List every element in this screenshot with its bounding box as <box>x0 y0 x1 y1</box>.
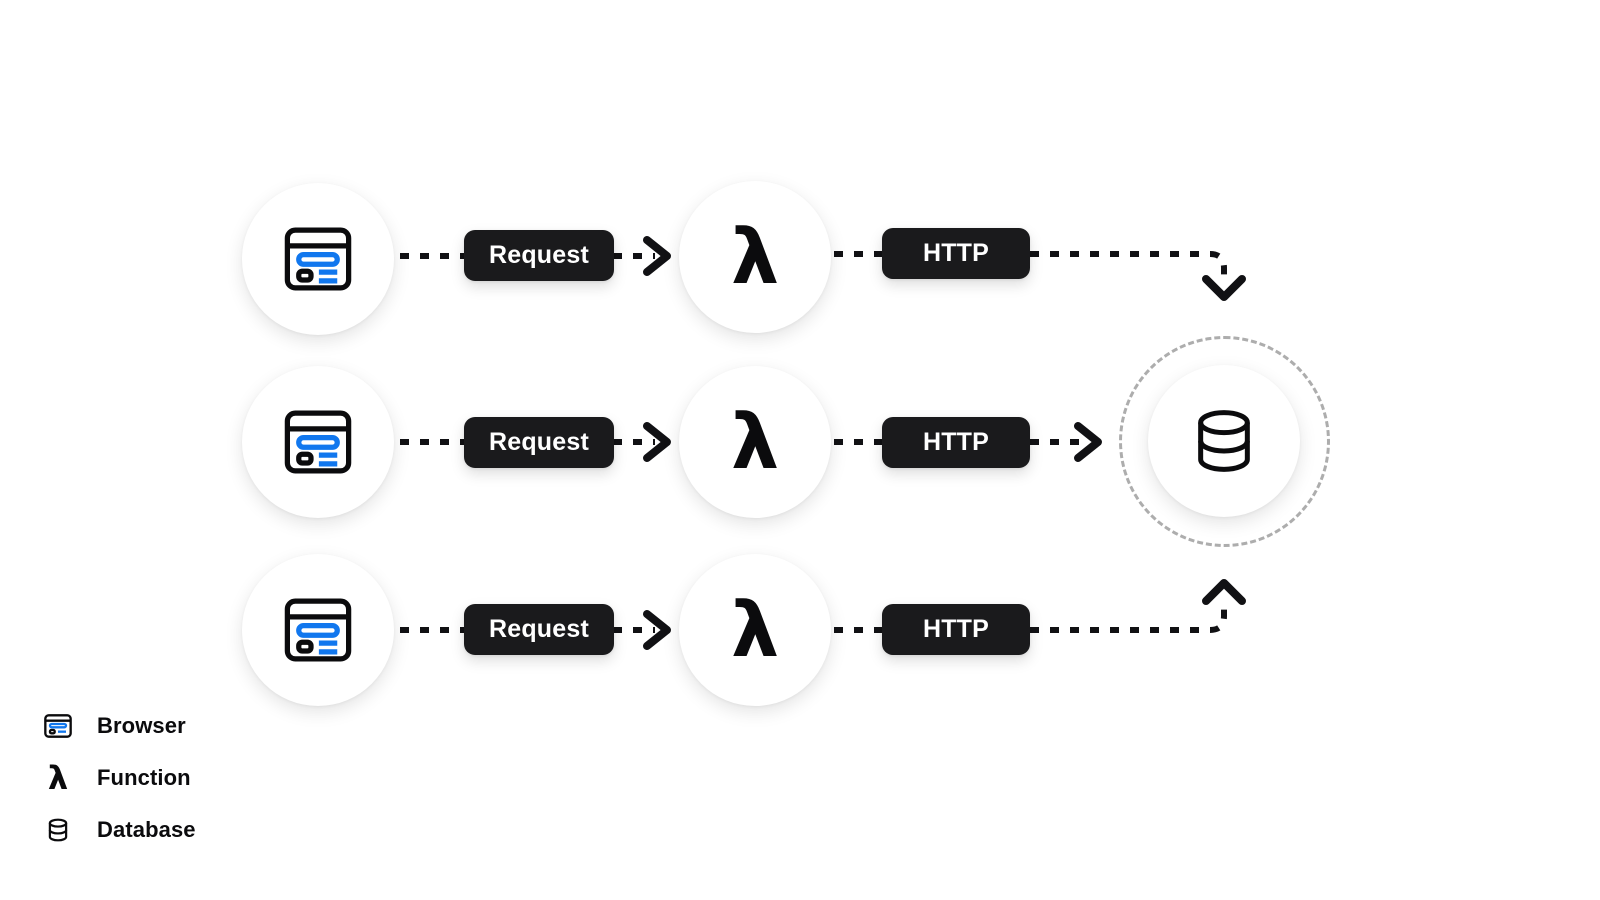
legend-label-database: Database <box>97 817 196 842</box>
database-icon <box>40 815 76 845</box>
http-pill-label-row2: HTTP <box>922 428 990 456</box>
function-node-row2[interactable]: λ <box>679 366 831 518</box>
http-pill-label-row3: HTTP <box>922 615 990 643</box>
lambda-icon: λ <box>730 585 780 674</box>
arrowhead-request-row3 <box>643 610 671 650</box>
database-ring <box>1119 336 1330 547</box>
database-icon <box>1184 401 1264 481</box>
http-pill-row2[interactable]: HTTP <box>882 417 1030 468</box>
browser-node-row3[interactable] <box>242 554 394 706</box>
request-pill-label-row2: Request <box>488 428 590 456</box>
http-pill-label-row1: HTTP <box>922 239 990 267</box>
browser-node-row2[interactable] <box>242 366 394 518</box>
browser-node-row1[interactable] <box>242 183 394 335</box>
arrowhead-database-up-row3 <box>1202 579 1246 605</box>
legend: Browser λ Function Database <box>40 700 360 856</box>
http-pill-row3[interactable]: HTTP <box>882 604 1030 655</box>
arrowhead-request-row2 <box>643 422 671 462</box>
wire-http-to-database-row3 <box>1030 600 1227 633</box>
browser-icon <box>276 217 360 301</box>
lambda-icon: λ <box>730 397 780 486</box>
arrowhead-database-row2 <box>1074 422 1102 462</box>
browser-icon <box>276 400 360 484</box>
wire-http-to-database-row1 <box>1030 251 1227 284</box>
http-pill-row1[interactable]: HTTP <box>882 228 1030 279</box>
legend-item-browser: Browser <box>40 700 360 752</box>
lambda-icon: λ <box>47 759 69 797</box>
function-node-row1[interactable]: λ <box>679 181 831 333</box>
legend-item-database: Database <box>40 804 360 856</box>
function-node-row3[interactable]: λ <box>679 554 831 706</box>
browser-icon <box>40 710 76 742</box>
request-pill-label-row1: Request <box>488 241 590 269</box>
legend-label-browser: Browser <box>97 713 186 738</box>
legend-label-function: Function <box>97 765 191 790</box>
request-pill-row3[interactable]: Request <box>464 604 614 655</box>
arrowhead-request-row1 <box>643 236 671 276</box>
legend-item-function: λ Function <box>40 752 360 804</box>
request-pill-label-row3: Request <box>488 615 590 643</box>
lambda-icon: λ <box>730 212 780 301</box>
arrowhead-database-down-row1 <box>1202 275 1246 301</box>
database-node[interactable] <box>1148 365 1300 517</box>
browser-icon <box>276 588 360 672</box>
request-pill-row2[interactable]: Request <box>464 417 614 468</box>
request-pill-row1[interactable]: Request <box>464 230 614 281</box>
